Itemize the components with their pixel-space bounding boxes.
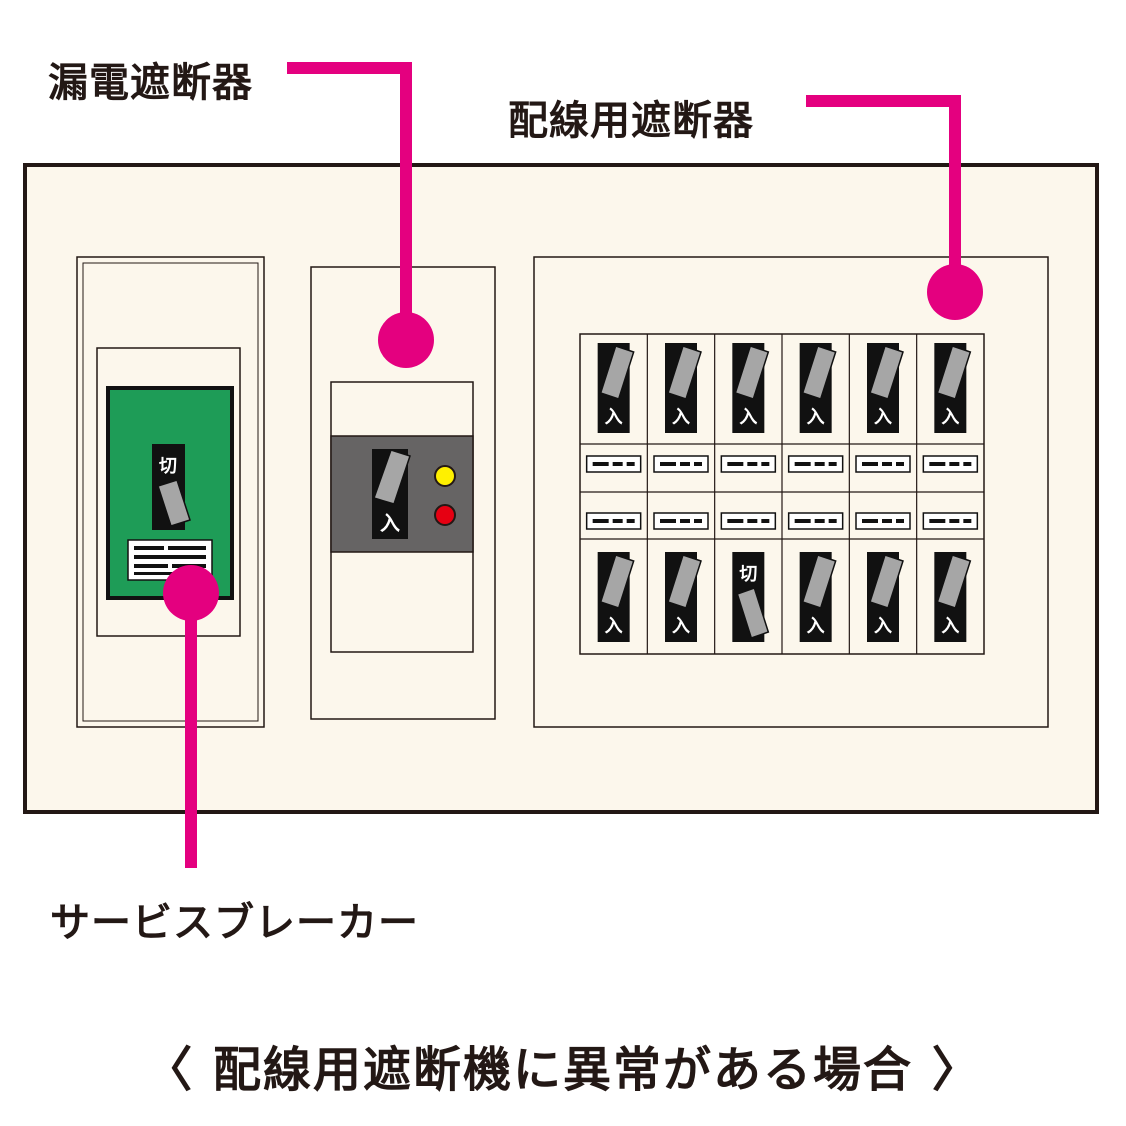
circuit-name-tag-mark [626,462,635,466]
branch-breaker-lever [936,554,972,609]
circuit-name-tag-mark [963,519,972,523]
service-breaker-callout-dot [163,565,219,621]
service-breaker: 切 [76,256,265,728]
circuit-name-tag-mark [680,462,690,466]
branch-breaker-callout-dot [927,264,983,320]
branch-breaker-callout-line [806,95,961,292]
circuit-name-tag-mark [727,519,744,523]
branch-breaker-lever [734,345,770,400]
circuit-name-tag-mark [747,462,758,466]
circuit-name-tag-mark [882,462,892,466]
branch-breaker-lever [801,345,837,400]
leakage-breaker-label: 漏電遮断器 [48,60,253,106]
branch-breaker-lever [667,345,702,400]
circuit-name-tag-mark [660,519,676,523]
circuit-name-tag-mark [862,462,878,466]
circuit-name-tag-mark [963,462,972,466]
circuit-name-tag-mark [814,519,825,523]
circuit-name-tag-mark [761,519,770,523]
circuit-name-tag-mark [929,462,946,466]
leakage-breaker-lever [373,449,411,505]
circuit-name-tag-mark [694,462,702,466]
branch-breaker-label: 配線用遮断器 [508,98,754,144]
red-indicator-lamp [434,504,456,526]
leakage-breaker-switch-label: 入 [380,511,400,535]
circuit-name-tag-mark [882,519,892,523]
branch-breaker-lever [736,587,770,639]
branch-breaker-lever [599,554,635,609]
branch-breaker-switch-label: 入 [807,616,825,637]
branch-breaker-lever [869,554,904,609]
branch-breaker-lever [869,345,904,400]
circuit-name-tag-mark [592,462,609,466]
branch-breaker-switch-label: 入 [605,407,623,428]
circuit-name-tag-mark [694,519,702,523]
branch-breaker-switch-label: 入 [941,407,959,428]
service-breaker-lever [157,479,191,527]
circuit-name-tag-mark [612,462,623,466]
service-breaker-label: サービスブレーカー [50,900,419,946]
branch-breaker-lever [599,345,635,400]
branch-breaker-switch-label: 入 [807,407,825,428]
branch-breaker-switch-label: 入 [941,616,959,637]
branch-breaker-switch-label: 入 [874,616,892,637]
circuit-name-tag-mark [862,519,878,523]
service-breaker-switch-label: 切 [159,456,177,477]
callout-lines [185,62,961,868]
branch-breaker-switch-label: 切 [739,564,757,585]
circuit-name-tag-mark [794,519,811,523]
circuit-name-tag-mark [660,462,676,466]
circuit-name-tag-mark [727,462,744,466]
circuit-name-tag-mark [949,462,960,466]
leakage-breaker-callout-dot [378,312,434,368]
circuit-name-tag-mark [794,462,811,466]
circuit-name-tag-mark [896,462,904,466]
circuit-name-tag-mark [896,519,904,523]
circuit-name-tag-mark [626,519,635,523]
circuit-name-tag-mark [612,519,623,523]
caption: 〈 配線用遮断機に異常がある場合 〉 [144,1042,982,1098]
circuit-name-tag-mark [828,462,837,466]
branch-breaker-group: 入入入入入入入入切入入入 [533,256,1049,728]
leakage-breaker-callout-line [287,62,412,340]
branch-breaker-switch-label: 入 [874,407,892,428]
circuit-name-tag-mark [949,519,960,523]
circuit-name-tag-mark [761,462,770,466]
branch-breaker-switch-label: 入 [605,616,623,637]
branch-breaker-lever [667,554,702,609]
yellow-indicator-lamp [434,465,456,487]
circuit-name-tag-mark [747,519,758,523]
branch-breaker-cells: 入入入入入入入入切入入入 [580,334,984,654]
branch-breaker-switch-label: 入 [672,616,690,637]
circuit-name-tag-mark [592,519,609,523]
branch-breaker-switch-label: 入 [672,407,690,428]
branch-breaker-switch-label: 入 [739,407,757,428]
circuit-name-tag-mark [929,519,946,523]
circuit-name-tag-mark [828,519,837,523]
circuit-name-tag-mark [680,519,690,523]
branch-breaker-lever [801,554,837,609]
branch-breaker-lever [936,345,972,400]
circuit-name-tag-mark [814,462,825,466]
